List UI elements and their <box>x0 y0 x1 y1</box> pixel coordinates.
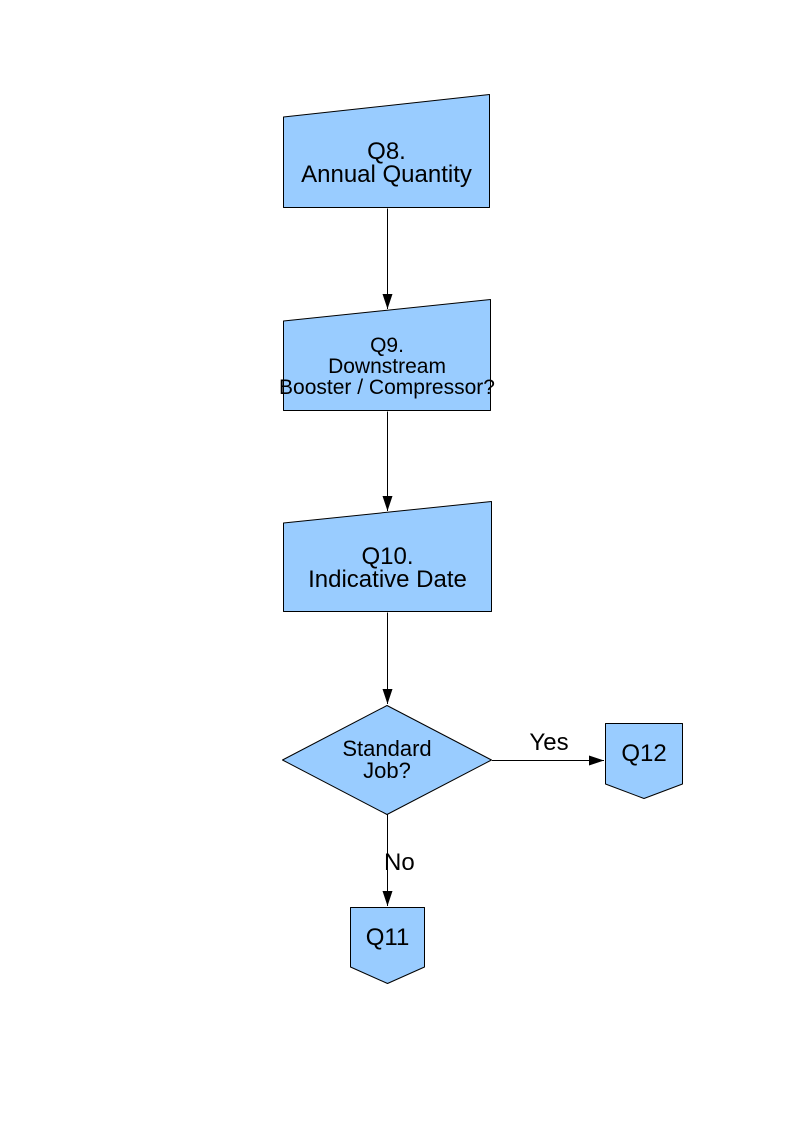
flowchart-node-q12: Q12 <box>605 723 683 799</box>
off-page-connector-shape <box>605 723 683 799</box>
node-q9-line-1: Q9. <box>370 333 404 357</box>
decision-line-2: Job? <box>363 758 411 783</box>
off-page-connector-shape <box>350 907 425 984</box>
node-q9-line-2: Downstream <box>328 354 446 378</box>
node-q11-line-1: Q11 <box>365 923 410 951</box>
flowchart-node-q11: Q11 <box>350 907 425 984</box>
decision-diamond-shape <box>282 705 492 815</box>
flowchart-node-q9: Q9. Downstream Booster / Compressor? <box>279 299 495 411</box>
flowchart-node-q8: Q8. Annual Quantity <box>283 94 490 208</box>
node-q12-line-1: Q12 <box>621 740 667 767</box>
node-q8-line-2: Annual Quantity <box>301 160 472 188</box>
connector-label-no: No <box>384 849 415 876</box>
flowchart-node-standard-job-decision: Standard Job? <box>282 705 492 815</box>
flowchart-node-q10: Q10. Indicative Date <box>283 501 492 612</box>
manual-input-shape <box>283 501 492 612</box>
connector-label-yes: Yes <box>529 729 569 756</box>
decision-line-1: Standard <box>342 736 432 761</box>
manual-input-shape <box>283 299 491 411</box>
node-q8-line-1: Q8. <box>367 137 406 165</box>
node-q10-line-1: Q10. <box>361 542 414 570</box>
node-q9-line-3: Booster / Compressor? <box>279 375 495 399</box>
manual-input-shape <box>283 94 490 208</box>
node-q10-line-2: Indicative Date <box>308 565 467 593</box>
